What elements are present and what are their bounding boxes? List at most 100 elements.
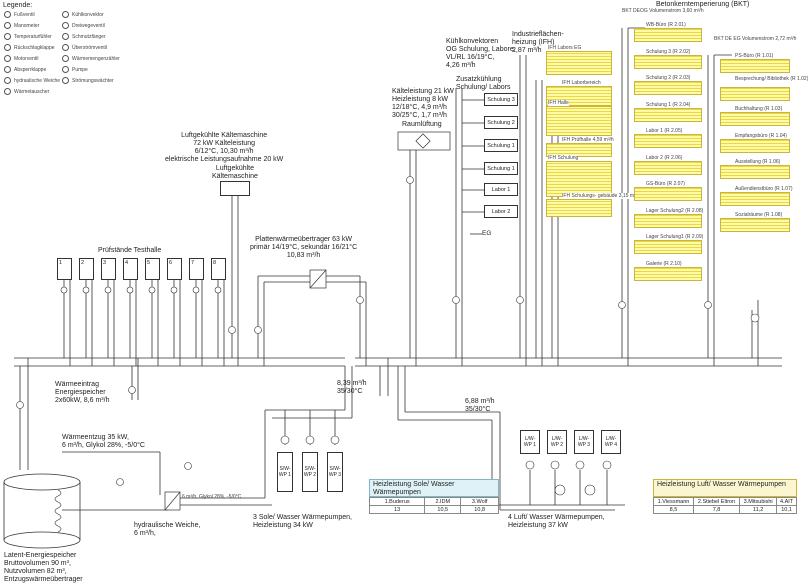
test-stand-box: 2: [79, 258, 94, 280]
test-stand-box: 8: [211, 258, 226, 280]
bkt-room-label: Schulung 3 (R 2.02): [646, 48, 691, 55]
legend-item-label: Manometer: [14, 22, 40, 29]
bkt-room-label: Sozialräume (R 1.08): [735, 212, 783, 218]
air-heatpump-unit: L/W- WP 2: [547, 430, 567, 454]
convectors-specs: Kühlkonvektoren OG Schulung, Labore, VL/…: [446, 38, 516, 69]
room-box: Labor 1: [484, 183, 518, 196]
bkt-room-label: Außendienstbüro (R 1.07): [735, 186, 793, 192]
legend-symbol-icon: [62, 22, 69, 29]
air-flow-label: 6,88 m³/h 35/30°C: [465, 398, 495, 413]
bkt-coil: [720, 87, 790, 101]
bkt-coil: [634, 134, 702, 148]
legend-symbol-icon: [4, 77, 11, 84]
bkt-room-label: Lager Schulung2 (R 2.08): [646, 207, 704, 214]
bkt-room-label: Labor 1 (R 2.05): [646, 128, 683, 134]
chiller-specs: Luftgekühlte Kältemaschine 72 kW Kältele…: [165, 132, 284, 163]
air-table-header: 4.AIT: [776, 497, 797, 506]
bkt-coil: [720, 192, 790, 206]
legend-item: Pumpe: [62, 66, 88, 73]
chiller-unit: [220, 181, 250, 196]
legend-symbol-icon: [4, 88, 11, 95]
bkt-room-label: PS-Büro (R 1.01): [735, 53, 774, 59]
air-handling-specs: Kälteleistung 21 kW Heizleistung 8 kW 12…: [392, 88, 454, 119]
ifh-coil: [546, 143, 612, 157]
legend-item: Manometer: [4, 22, 39, 29]
legend-item-label: Wärmemengenzähler: [72, 55, 120, 62]
test-stand-box: 7: [189, 258, 204, 280]
legend-item: Motorventil: [4, 55, 38, 62]
bkt-coil: [634, 187, 702, 201]
legend-symbol-icon: [62, 33, 69, 40]
brine-table-value: 13: [368, 505, 426, 514]
legend-item-label: Wärmetauscher: [14, 88, 50, 95]
test-stand-box: 6: [167, 258, 182, 280]
room-box: Schulung 2: [484, 116, 518, 129]
legend-item-label: Fußventil: [14, 11, 35, 18]
legend-symbol-icon: [4, 33, 11, 40]
legend-item: Überströmventil: [62, 44, 107, 51]
additional-cooling-title: Zusatzkühlung Schulung/ Labors: [456, 76, 511, 91]
legend-item: Wärmetauscher: [4, 88, 49, 95]
ifh-zone-label: IFH Prüfhalle 4,59 m³/h: [562, 137, 614, 143]
bkt-room-label: GS-Büro (R 2.07): [646, 181, 685, 187]
ifh-zone-label: IFH Schulungs- gebäude 3,15 m³/h: [562, 193, 640, 199]
legend-item-label: hydraulische Weiche: [14, 77, 61, 84]
air-table-title: Heizleistung Luft/ Wasser Wärmepumpen: [653, 479, 797, 497]
bkt-coil: [634, 28, 702, 42]
pruefstand-pipes: [63, 280, 225, 366]
bkt-coil: [720, 59, 790, 73]
legend-item-label: Pumpe: [72, 66, 88, 73]
brine-heatpump-unit: S/W- WP 2: [302, 452, 318, 492]
legend-item: Schmutzfänger: [62, 33, 106, 40]
ifh-zone-label: IFH Schulung: [548, 155, 579, 161]
brine-table-value: 10,8: [460, 505, 499, 514]
air-handling-title: Raumlüftung: [402, 121, 442, 128]
bkt-coil: [720, 139, 790, 153]
bkt-eg-flow: BKT DE EG Volumenstrom 2,72 m³/h: [714, 36, 797, 42]
ifh-coil: [546, 51, 612, 75]
bkt-coil: [634, 240, 702, 254]
ifh-zone-label: IFH Halle: [548, 100, 569, 106]
legend-item-label: Schmutzfänger: [72, 33, 106, 40]
air-table-header: 1.Viessmann: [653, 497, 694, 506]
heat-extraction-specs: Wärmeentzug 35 kW, 6 m³/h, Glykol 28%, -…: [62, 434, 145, 449]
brine-table-header: 3.Wolf: [460, 497, 499, 506]
legend-item-label: Motorventil: [14, 55, 39, 62]
legend-item-label: Dreiwegeventil: [72, 22, 105, 29]
legend-item: Absperrklappe: [4, 66, 46, 73]
ifh-zone-label: IFH Labors EG: [548, 45, 582, 51]
brine-table-header: 1.Buderus: [368, 497, 426, 506]
bkt-coil: [634, 81, 702, 95]
legend-symbol-icon: [62, 11, 69, 18]
bkt-room-label: WB-Büro (R 2.01): [646, 22, 686, 28]
room-box: Schulung 3: [484, 93, 518, 106]
test-stand-box: 4: [123, 258, 138, 280]
bkt-room-label: Ausstellung (R 1.06): [735, 159, 781, 165]
bkt-room-label: Empfangsbüro (R 1.04): [735, 133, 787, 139]
legend-item-label: Rückschlagklappe: [14, 44, 55, 51]
bkt-room-label: Galerie (R 2.10): [646, 260, 682, 267]
ifh-coil: [546, 161, 612, 197]
air-table-value: 10,1: [776, 505, 797, 514]
legend-item: Fußventil: [4, 11, 35, 18]
air-table-header: 2.Stiebel Eltron: [692, 497, 741, 506]
legend-item: Temperaturfühler: [4, 33, 52, 40]
bkt-coil: [720, 218, 790, 232]
bkt-room-label: Lager Schulung1 (R 2.09): [646, 234, 704, 240]
ifh-zone-label: IFH Laborbereich: [562, 80, 601, 86]
air-heatpump-unit: L/W- WP 4: [601, 430, 621, 454]
brine-table-value: 10,5: [424, 505, 462, 514]
bkt-room-label: Labor 2 (R 2.06): [646, 154, 683, 161]
bkt-coil: [634, 54, 702, 69]
brine-table-title: Heizleistung Sole/ Wasser Wärmepumpen: [369, 479, 499, 497]
bkt-coil: [634, 213, 702, 228]
chiller-box-label: Luftgekühlte Kältemaschine: [212, 165, 258, 180]
brine-heatpumps-caption: 3 Sole/ Wasser Wärmepumpen, Heizleistung…: [253, 514, 352, 529]
ifh-coil: [546, 106, 612, 136]
air-table-value: 11,2: [739, 505, 778, 514]
brine-flow-label: 8,39 m³/h 35/30°C: [337, 380, 367, 395]
glycol-heat-exchanger: [164, 491, 181, 511]
legend-item-label: Absperrklappe: [14, 66, 47, 73]
